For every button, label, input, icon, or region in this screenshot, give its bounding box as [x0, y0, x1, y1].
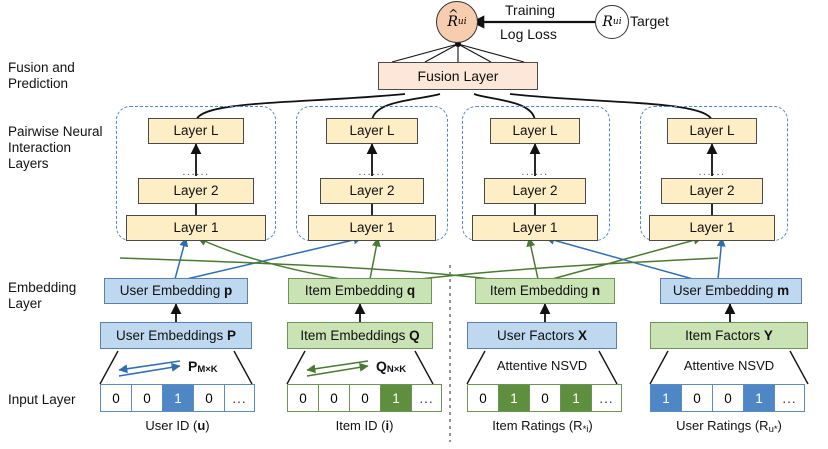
tower-1-layer-1: Layer 1	[126, 215, 266, 241]
factor-symbol-3: Y	[763, 327, 773, 343]
tower-4-layer-1: Layer 1	[649, 215, 775, 241]
tower-3-layer-L: Layer L	[490, 118, 580, 144]
embedding-label-2: Item Embedding	[489, 283, 589, 299]
embedding-label-0: User Embedding	[119, 283, 221, 299]
user-ratings-cell-1: 0	[681, 384, 712, 412]
tower-1-layer-2: Layer 2	[138, 178, 254, 204]
projection-dims-1: N×K	[386, 364, 407, 375]
factor-label-1: Item Embeddings	[300, 327, 406, 343]
embedding-box-item-n: Item Embedding n	[475, 278, 615, 304]
factor-box-item-factors-Y: Item Factors Y	[650, 322, 808, 349]
factor-symbol-2: X	[578, 327, 588, 343]
row-label-input: Input Layer	[8, 392, 76, 407]
row-label-interaction: Pairwise Neural Interaction Layers	[8, 124, 103, 171]
factor-box-item-embeddings-Q: Item Embeddings Q	[287, 322, 433, 349]
item-id-cell-3: 1	[380, 384, 411, 412]
embedding-box-user-m: User Embedding m	[660, 278, 802, 304]
embedding-symbol-2: n	[591, 283, 601, 299]
caption-item-ratings-prefix: Item Ratings (R	[492, 418, 583, 433]
caption-user-id-prefix: User ID (	[145, 418, 198, 433]
user-id-cell-0: 0	[100, 384, 131, 412]
item-ratings-cell-3: 1	[560, 384, 591, 412]
caption-user-id: User ID (u)	[100, 418, 255, 433]
embedding-label-1: Item Embedding	[304, 283, 404, 299]
tower-2-ellipsis: ......	[358, 166, 386, 178]
target-label: Target	[630, 13, 669, 29]
input-block-item-id: 0 0 0 1 ...	[287, 384, 442, 412]
caption-item-ratings-suffix: )	[588, 418, 593, 433]
user-ratings-cell-3: 1	[743, 384, 774, 412]
projection-attentive-nsvd-right: Attentive NSVD	[683, 358, 775, 373]
projection-symbol-0: P	[188, 358, 198, 374]
input-block-user-id: 0 0 1 0 ...	[100, 384, 255, 412]
tower-2-layer-L: Layer L	[326, 118, 418, 144]
item-id-cell-1: 0	[318, 384, 349, 412]
caption-user-ratings: User Ratings (Ru*)	[645, 418, 813, 435]
caption-item-ratings-symbol: *i	[582, 424, 589, 435]
embedding-label-3: User Embedding	[672, 283, 774, 299]
item-ratings-cell-4: ...	[591, 384, 622, 412]
factor-label-2: User Factors	[496, 327, 575, 343]
item-ratings-cell-0: 0	[467, 384, 498, 412]
caption-item-id-prefix: Item ID (	[335, 418, 386, 433]
projection-attentive-nsvd-left: Attentive NSVD	[496, 358, 588, 373]
tower-4-layer-2: Layer 2	[661, 178, 763, 204]
tower-4-layer-L: Layer L	[667, 118, 757, 144]
factor-symbol-1: Q	[409, 327, 420, 343]
user-id-cell-2: 1	[162, 384, 193, 412]
user-id-cell-1: 0	[131, 384, 162, 412]
user-ratings-cell-2: 0	[712, 384, 743, 412]
projection-matrix-P: PM×K	[188, 358, 218, 375]
tower-3-layer-1: Layer 1	[472, 215, 598, 241]
user-ratings-cell-4: ...	[774, 384, 805, 412]
training-label: Training	[505, 2, 556, 18]
input-block-item-ratings: 0 1 0 1 ...	[467, 384, 622, 412]
caption-item-id: Item ID (i)	[287, 418, 442, 433]
tower-3-ellipsis: ......	[521, 166, 549, 178]
tower-3-layer-2: Layer 2	[484, 178, 586, 204]
factor-label-3: Item Factors	[685, 327, 761, 343]
caption-user-id-suffix: )	[205, 418, 210, 433]
embedding-symbol-1: q	[406, 283, 416, 299]
embedding-box-item-q: Item Embedding q	[288, 278, 432, 304]
row-label-embedding: Embedding Layer	[8, 280, 77, 311]
tower-1-layer-L: Layer L	[148, 118, 244, 144]
tower-2-layer-2: Layer 2	[320, 178, 424, 204]
caption-item-id-suffix: )	[389, 418, 394, 433]
user-ratings-cell-0: 1	[650, 384, 681, 412]
factor-symbol-0: P	[227, 327, 237, 343]
factor-box-user-factors-X: User Factors X	[467, 322, 617, 349]
item-id-cell-0: 0	[287, 384, 318, 412]
fusion-layer-box: Fusion Layer	[378, 62, 538, 90]
caption-user-ratings-suffix: )	[777, 418, 782, 433]
user-id-cell-3: 0	[193, 384, 224, 412]
tower-4-ellipsis: ......	[698, 166, 726, 178]
caption-user-ratings-prefix: User Ratings (R	[676, 418, 769, 433]
projection-symbol-1: Q	[376, 358, 387, 374]
item-id-cell-2: 0	[349, 384, 380, 412]
log-loss-label: Log Loss	[500, 26, 557, 42]
input-block-user-ratings: 1 0 0 1 ...	[650, 384, 805, 412]
item-id-cell-4: ...	[411, 384, 442, 412]
item-ratings-cell-2: 0	[529, 384, 560, 412]
tower-2-layer-1: Layer 1	[308, 215, 436, 241]
embedding-box-user-p: User Embedding p	[104, 278, 248, 304]
caption-item-id-symbol: i	[385, 418, 390, 433]
embedding-symbol-3: m	[777, 283, 790, 299]
caption-user-id-symbol: u	[197, 418, 206, 433]
item-ratings-cell-1: 1	[498, 384, 529, 412]
caption-item-ratings: Item Ratings (R*i)	[460, 418, 625, 435]
caption-user-ratings-symbol: u*	[768, 424, 778, 435]
factor-label-0: User Embeddings	[115, 327, 224, 343]
projection-dims-0: M×K	[197, 364, 218, 375]
tower-1-ellipsis: ......	[182, 166, 210, 178]
factor-box-user-embeddings-P: User Embeddings P	[100, 322, 252, 349]
row-label-fusion: Fusion and Prediction	[8, 60, 75, 91]
projection-matrix-Q: QN×K	[376, 358, 406, 375]
user-id-cell-4: ...	[224, 384, 255, 412]
embedding-symbol-0: p	[224, 283, 233, 299]
